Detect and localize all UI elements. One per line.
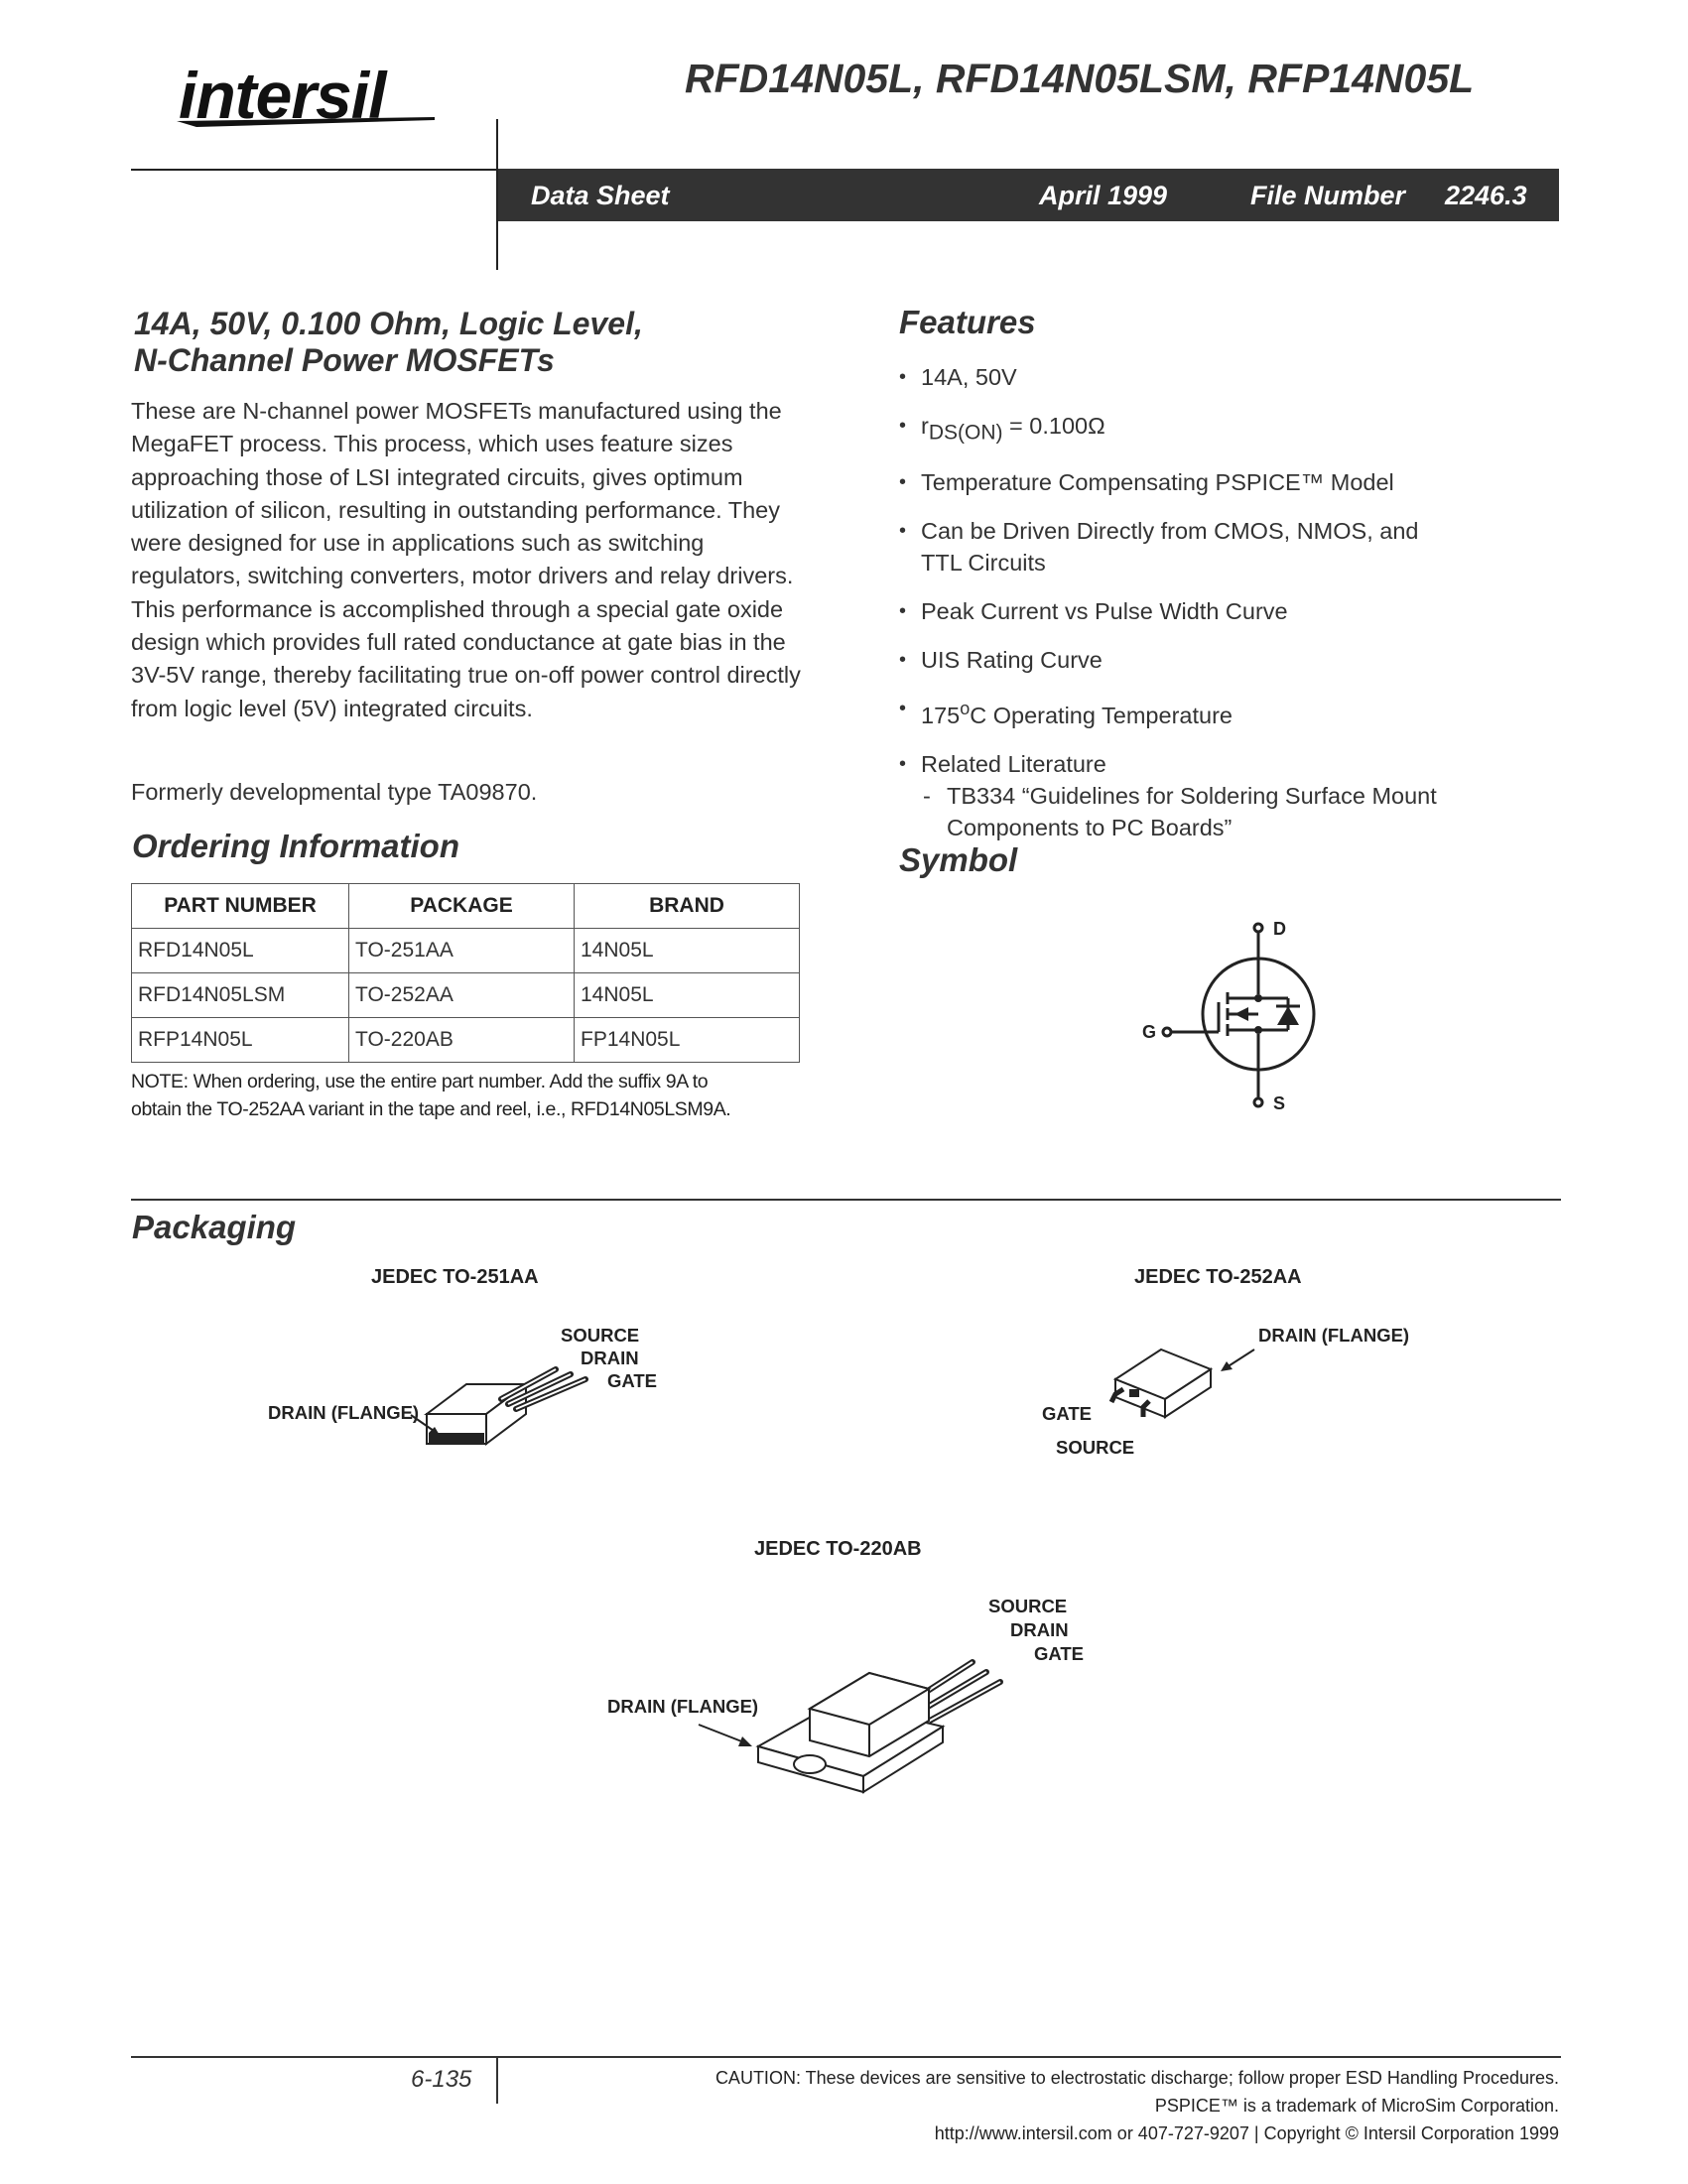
ordering-note: NOTE: When ordering, use the entire part… <box>131 1068 816 1123</box>
mosfet-symbol-icon <box>1161 922 1316 1108</box>
feature-text: TTL Circuits <box>921 549 1046 576</box>
bar-label: Data Sheet <box>531 181 670 210</box>
bar-file-number-label: File Number <box>1250 181 1406 210</box>
ordering-note-line1: NOTE: When ordering, use the entire part… <box>131 1071 709 1092</box>
feature-item: Related Literature <box>899 748 1574 780</box>
product-title-line1: 14A, 50V, 0.100 Ohm, Logic Level, <box>134 306 643 341</box>
pkg2-arrow-icon <box>1221 1349 1255 1371</box>
formerly-text: Formerly developmental type TA09870. <box>131 779 538 805</box>
feature-text: UIS Rating Curve <box>921 646 1103 673</box>
feature-text: Can be Driven Directly from CMOS, NMOS, … <box>921 517 1419 544</box>
feature-subscript: DS(ON) <box>928 421 1003 445</box>
table-row: RFD14N05L TO-251AA 14N05L <box>131 928 800 973</box>
feature-item: 14A, 50V <box>899 361 1574 393</box>
pkg2-title: JEDEC TO-252AA <box>1134 1266 1302 1288</box>
pkg3-arrow-icon <box>698 1724 752 1746</box>
feature-item: UIS Rating Curve <box>899 644 1574 676</box>
feature-text: 14A, 50V <box>921 364 1017 390</box>
feature-item: Temperature Compensating PSPICE™ Model <box>899 466 1574 498</box>
pkg3-flange-label: DRAIN (FLANGE) <box>607 1696 759 1717</box>
section-rule <box>131 1199 1561 1201</box>
cell-part: RFD14N05L <box>131 928 349 973</box>
ordering-note-line2: obtain the TO-252AA variant in the tape … <box>131 1098 731 1120</box>
footer-rule <box>131 2056 1561 2058</box>
footer-caution: CAUTION: These devices are sensitive to … <box>714 2068 1559 2088</box>
pkg3-title: JEDEC TO-220AB <box>754 1538 922 1560</box>
to220ab-package-icon <box>755 1659 1003 1794</box>
feature-item: 175oC Operating Temperature <box>899 693 1574 731</box>
to252aa-package-icon <box>1108 1348 1214 1419</box>
feature-text: = 0.100Ω <box>1002 413 1105 439</box>
cell-brand: 14N05L <box>574 928 800 973</box>
cell-package: TO-251AA <box>348 928 575 973</box>
pkg2-gate-label: GATE <box>1042 1403 1093 1424</box>
feature-item: Peak Current vs Pulse Width Curve <box>899 595 1574 627</box>
datasheet-bar: Data Sheet April 1999 File Number 2246.3 <box>498 169 1559 221</box>
pkg3-gate-label: GATE <box>1034 1643 1085 1664</box>
pkg1-source-label: SOURCE <box>561 1325 640 1346</box>
pkg1-title: JEDEC TO-251AA <box>371 1266 539 1288</box>
bar-date: April 1999 <box>1039 181 1168 210</box>
col-brand: BRAND <box>574 883 800 929</box>
to251aa-package-icon <box>424 1366 588 1446</box>
feature-text: 175 <box>921 702 961 728</box>
pkg2-source-label: SOURCE <box>1056 1437 1135 1458</box>
col-package: PACKAGE <box>348 883 575 929</box>
cell-brand: FP14N05L <box>574 1017 800 1063</box>
product-title-line2: N-Channel Power MOSFETs <box>134 342 555 378</box>
col-part-number: PART NUMBER <box>131 883 349 929</box>
symbol-heading: Symbol <box>899 841 1018 878</box>
table-row: RFP14N05L TO-220AB FP14N05L <box>131 1017 800 1063</box>
product-title: 14A, 50V, 0.100 Ohm, Logic Level, N-Chan… <box>134 306 643 379</box>
page-number: 6-135 <box>411 2066 472 2093</box>
document-title: RFD14N05L, RFD14N05LSM, RFP14N05L <box>685 56 1475 101</box>
footer-divider <box>496 2056 498 2104</box>
bar-file-number: 2246.3 <box>1445 181 1527 210</box>
logo-swoosh-icon <box>177 117 435 127</box>
pkg3-drain-label: DRAIN <box>1010 1619 1069 1640</box>
ordering-header-row: PART NUMBER PACKAGE BRAND <box>131 883 800 929</box>
feature-text: C Operating Temperature <box>970 702 1233 728</box>
pkg1-flange-label: DRAIN (FLANGE) <box>268 1402 420 1423</box>
table-row: RFD14N05LSM TO-252AA 14N05L <box>131 972 800 1018</box>
pkg1-arrow-icon <box>410 1414 441 1437</box>
features-heading: Features <box>899 304 1036 340</box>
feature-text: Related Literature <box>921 750 1106 777</box>
pkg3-source-label: SOURCE <box>988 1596 1068 1616</box>
cell-part: RFD14N05LSM <box>131 972 349 1018</box>
symbol-gate-label: G <box>1142 1022 1157 1042</box>
pkg1-drain-label: DRAIN <box>581 1348 639 1368</box>
feature-item: rDS(ON) = 0.100Ω <box>899 410 1574 450</box>
header-rule <box>131 169 498 171</box>
feature-text: Components to PC Boards” <box>947 814 1233 840</box>
feature-text: Temperature Compensating PSPICE™ Model <box>921 468 1394 495</box>
footer-contact: http://www.intersil.com or 407-727-9207 … <box>934 2123 1559 2143</box>
symbol-drain-label: D <box>1273 919 1286 939</box>
feature-text: TB334 “Guidelines for Soldering Surface … <box>947 782 1437 809</box>
pkg2-flange-label: DRAIN (FLANGE) <box>1258 1325 1410 1346</box>
packaging-heading: Packaging <box>132 1209 297 1245</box>
footer-trademark: PSPICE™ is a trademark of MicroSim Corpo… <box>1154 2096 1559 2116</box>
cell-package: TO-220AB <box>348 1017 575 1063</box>
features-list: 14A, 50V rDS(ON) = 0.100Ω Temperature Co… <box>899 361 1574 843</box>
feature-text: Peak Current vs Pulse Width Curve <box>921 597 1288 624</box>
feature-subitem: TB334 “Guidelines for Soldering Surface … <box>899 780 1574 843</box>
ordering-heading: Ordering Information <box>132 828 459 864</box>
intro-paragraph: These are N-channel power MOSFETs manufa… <box>131 398 801 721</box>
feature-superscript: o <box>960 698 971 718</box>
pkg1-gate-label: GATE <box>607 1370 658 1391</box>
cell-part: RFP14N05L <box>131 1017 349 1063</box>
header-divider <box>496 119 498 270</box>
cell-package: TO-252AA <box>348 972 575 1018</box>
symbol-source-label: S <box>1273 1093 1286 1113</box>
feature-text: r <box>921 413 929 439</box>
feature-item: Can be Driven Directly from CMOS, NMOS, … <box>899 515 1574 578</box>
ordering-table: PART NUMBER PACKAGE BRAND RFD14N05L TO-2… <box>131 883 800 1063</box>
cell-brand: 14N05L <box>574 972 800 1018</box>
